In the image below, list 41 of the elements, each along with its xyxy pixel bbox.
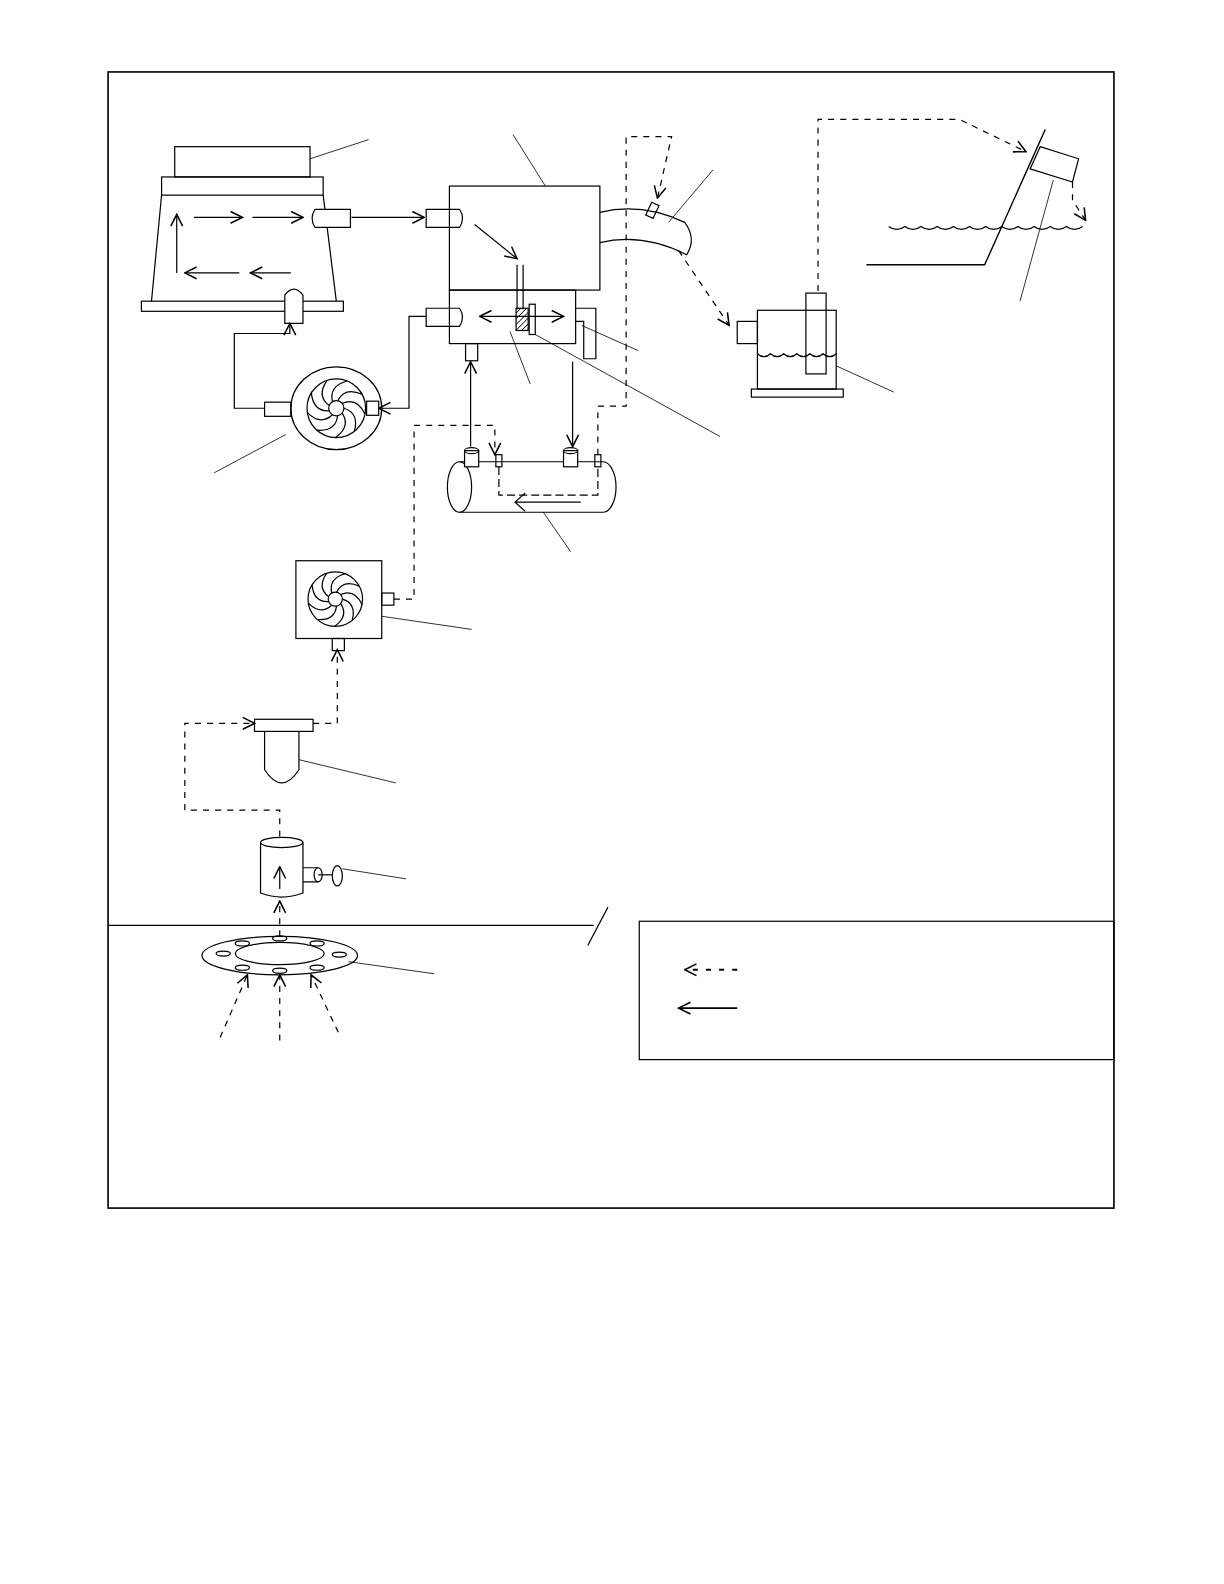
dashed-arrow [393,424,502,600]
dashed-arrow [817,118,1027,292]
leader-line [581,325,639,352]
exhaust-elbow-drawing [599,201,692,256]
leader-line [381,615,473,630]
strainer-drawing [253,718,314,784]
dashed-arrow [273,974,287,1042]
muffler-drawing [736,292,844,398]
dashed-arrow [184,716,281,838]
arrow [350,210,425,224]
dashed-arrow [310,974,339,1033]
leader-line [309,139,369,160]
leader-line [213,434,287,474]
raw-water-pump-drawing [295,560,395,652]
leader-line [341,868,407,880]
arrow [233,322,297,409]
intake-grate-drawing [201,935,359,976]
leader-line [512,134,546,187]
oil-cooler-drawing [446,447,617,513]
dashed-arrow [597,135,673,456]
dashed-arrow [1071,181,1087,222]
leader-line [668,169,714,223]
dashed-arrow [678,250,730,327]
leader-line [1019,179,1054,302]
leader-line [835,365,895,393]
leader-line [542,511,571,553]
arrow [565,361,580,448]
arrow [463,361,478,448]
seacock-drawing [259,836,343,898]
leader-line [509,331,531,385]
dashed-arrow [273,900,287,938]
engine-drawing [140,146,352,324]
leader-line [298,759,397,784]
transom-outlet-drawing [1029,145,1080,183]
arrow [377,315,427,415]
circulating-pump-drawing [264,366,383,451]
leader-line [348,961,435,975]
leader-line [534,334,721,437]
dashed-arrow [312,648,344,724]
heat-exchanger-drawing [425,185,601,362]
dashed-arrow [219,974,249,1038]
